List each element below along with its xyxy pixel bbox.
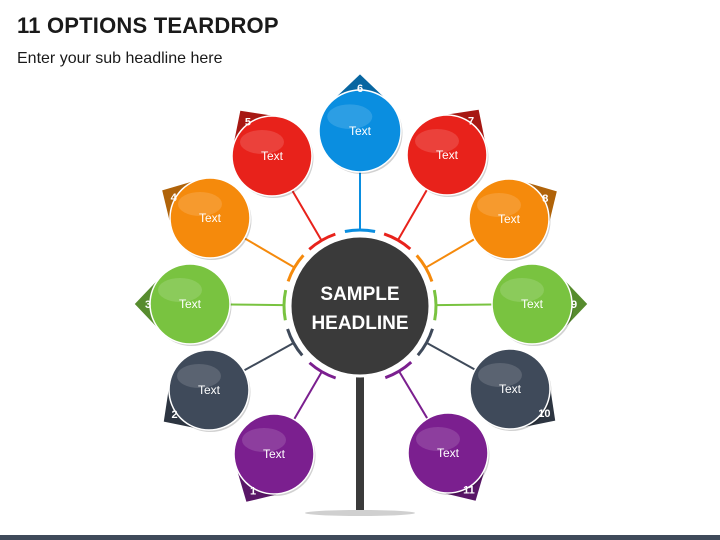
ring-arc-11 — [384, 361, 413, 380]
option-label-2: Text — [198, 383, 221, 397]
slide-subtitle: Enter your sub headline here — [17, 50, 223, 67]
connector-line-3 — [229, 303, 285, 307]
option-drop-11: 11 Text — [407, 412, 490, 501]
option-drop-1: 1 Text — [233, 413, 316, 502]
ring-arc-3 — [282, 289, 288, 321]
drop-circle-8 — [468, 178, 550, 260]
slide-title: 11 OPTIONS TEARDROP — [17, 13, 279, 38]
connector-line-11 — [398, 370, 429, 420]
connector-line-9 — [435, 303, 493, 307]
drop-circle-5 — [231, 115, 313, 197]
option-label-9: Text — [521, 297, 544, 311]
drop-highlight-7 — [415, 129, 459, 153]
option-label-5: Text — [261, 149, 284, 163]
drop-highlight-5 — [240, 130, 284, 154]
drop-highlight-6 — [327, 104, 373, 129]
option-number-2: 2 — [172, 409, 178, 421]
ring-arc-5 — [308, 232, 336, 251]
option-label-3: Text — [179, 297, 202, 311]
drop-highlight-8 — [477, 193, 521, 217]
drop-circle-9 — [491, 263, 573, 345]
option-label-11: Text — [437, 446, 460, 460]
option-number-1: 1 — [250, 485, 256, 497]
ring-arc-10 — [416, 328, 434, 357]
bottom-bar — [0, 535, 720, 540]
connector-line-5 — [291, 189, 323, 241]
connector-line-10 — [426, 341, 476, 371]
stem-pole — [356, 375, 364, 512]
ring-arc-2 — [286, 328, 304, 357]
drop-circle-2 — [168, 349, 250, 431]
option-number-9: 9 — [571, 299, 577, 311]
drop-highlight-4 — [178, 192, 222, 216]
option-label-8: Text — [498, 212, 521, 226]
connector-line-8 — [425, 238, 475, 269]
option-label-7: Text — [436, 148, 459, 162]
drop-circle-10 — [469, 348, 551, 430]
drop-highlight-11 — [416, 427, 460, 451]
drop-circle-11 — [407, 412, 489, 494]
connector-line-1 — [293, 371, 323, 420]
drop-circle-3 — [149, 263, 231, 345]
option-label-6: Text — [349, 124, 372, 138]
option-label-1: Text — [263, 447, 286, 461]
option-number-10: 10 — [538, 408, 550, 420]
option-number-3: 3 — [145, 299, 151, 311]
option-number-7: 7 — [468, 116, 474, 128]
drop-circle-7 — [406, 114, 488, 196]
option-drop-3: 3 Text — [134, 263, 232, 346]
drop-circle-4 — [169, 177, 251, 259]
drop-highlight-10 — [478, 363, 522, 387]
connector-line-4 — [243, 237, 295, 269]
diagram-stem — [305, 375, 415, 516]
option-label-4: Text — [199, 211, 222, 225]
connector-lines — [229, 172, 493, 420]
option-number-11: 11 — [463, 484, 475, 496]
center-circle — [288, 234, 432, 378]
connector-line-2 — [243, 342, 295, 372]
option-drop-9: 9 Text — [491, 263, 588, 346]
option-drop-2: 2 Text — [163, 349, 251, 432]
ring-arc-9 — [432, 289, 438, 321]
connector-line-7 — [397, 189, 428, 241]
ring-arc-6 — [344, 228, 376, 233]
ring-arc-4 — [286, 254, 305, 282]
center-hub: SAMPLE HEADLINE — [288, 234, 432, 378]
option-drop-10: 10 Text — [469, 348, 556, 431]
ring-arc-7 — [383, 232, 412, 251]
center-headline-line1: SAMPLE — [320, 284, 399, 305]
option-label-10: Text — [499, 382, 522, 396]
drop-circle-1 — [233, 413, 315, 495]
drop-highlight-9 — [500, 278, 544, 302]
center-headline-line2: HEADLINE — [311, 313, 408, 334]
ring-arcs — [282, 228, 438, 380]
option-number-4: 4 — [171, 192, 178, 204]
drop-highlight-1 — [242, 428, 286, 452]
ring-arc-8 — [415, 254, 434, 282]
option-number-6: 6 — [357, 83, 363, 95]
drop-highlight-2 — [177, 364, 221, 388]
drop-circle-6 — [318, 89, 402, 173]
option-number-5: 5 — [245, 117, 251, 129]
stem-shadow — [305, 510, 415, 516]
option-number-8: 8 — [542, 193, 548, 205]
ring-arc-1 — [308, 361, 337, 380]
drop-highlight-3 — [158, 278, 202, 302]
